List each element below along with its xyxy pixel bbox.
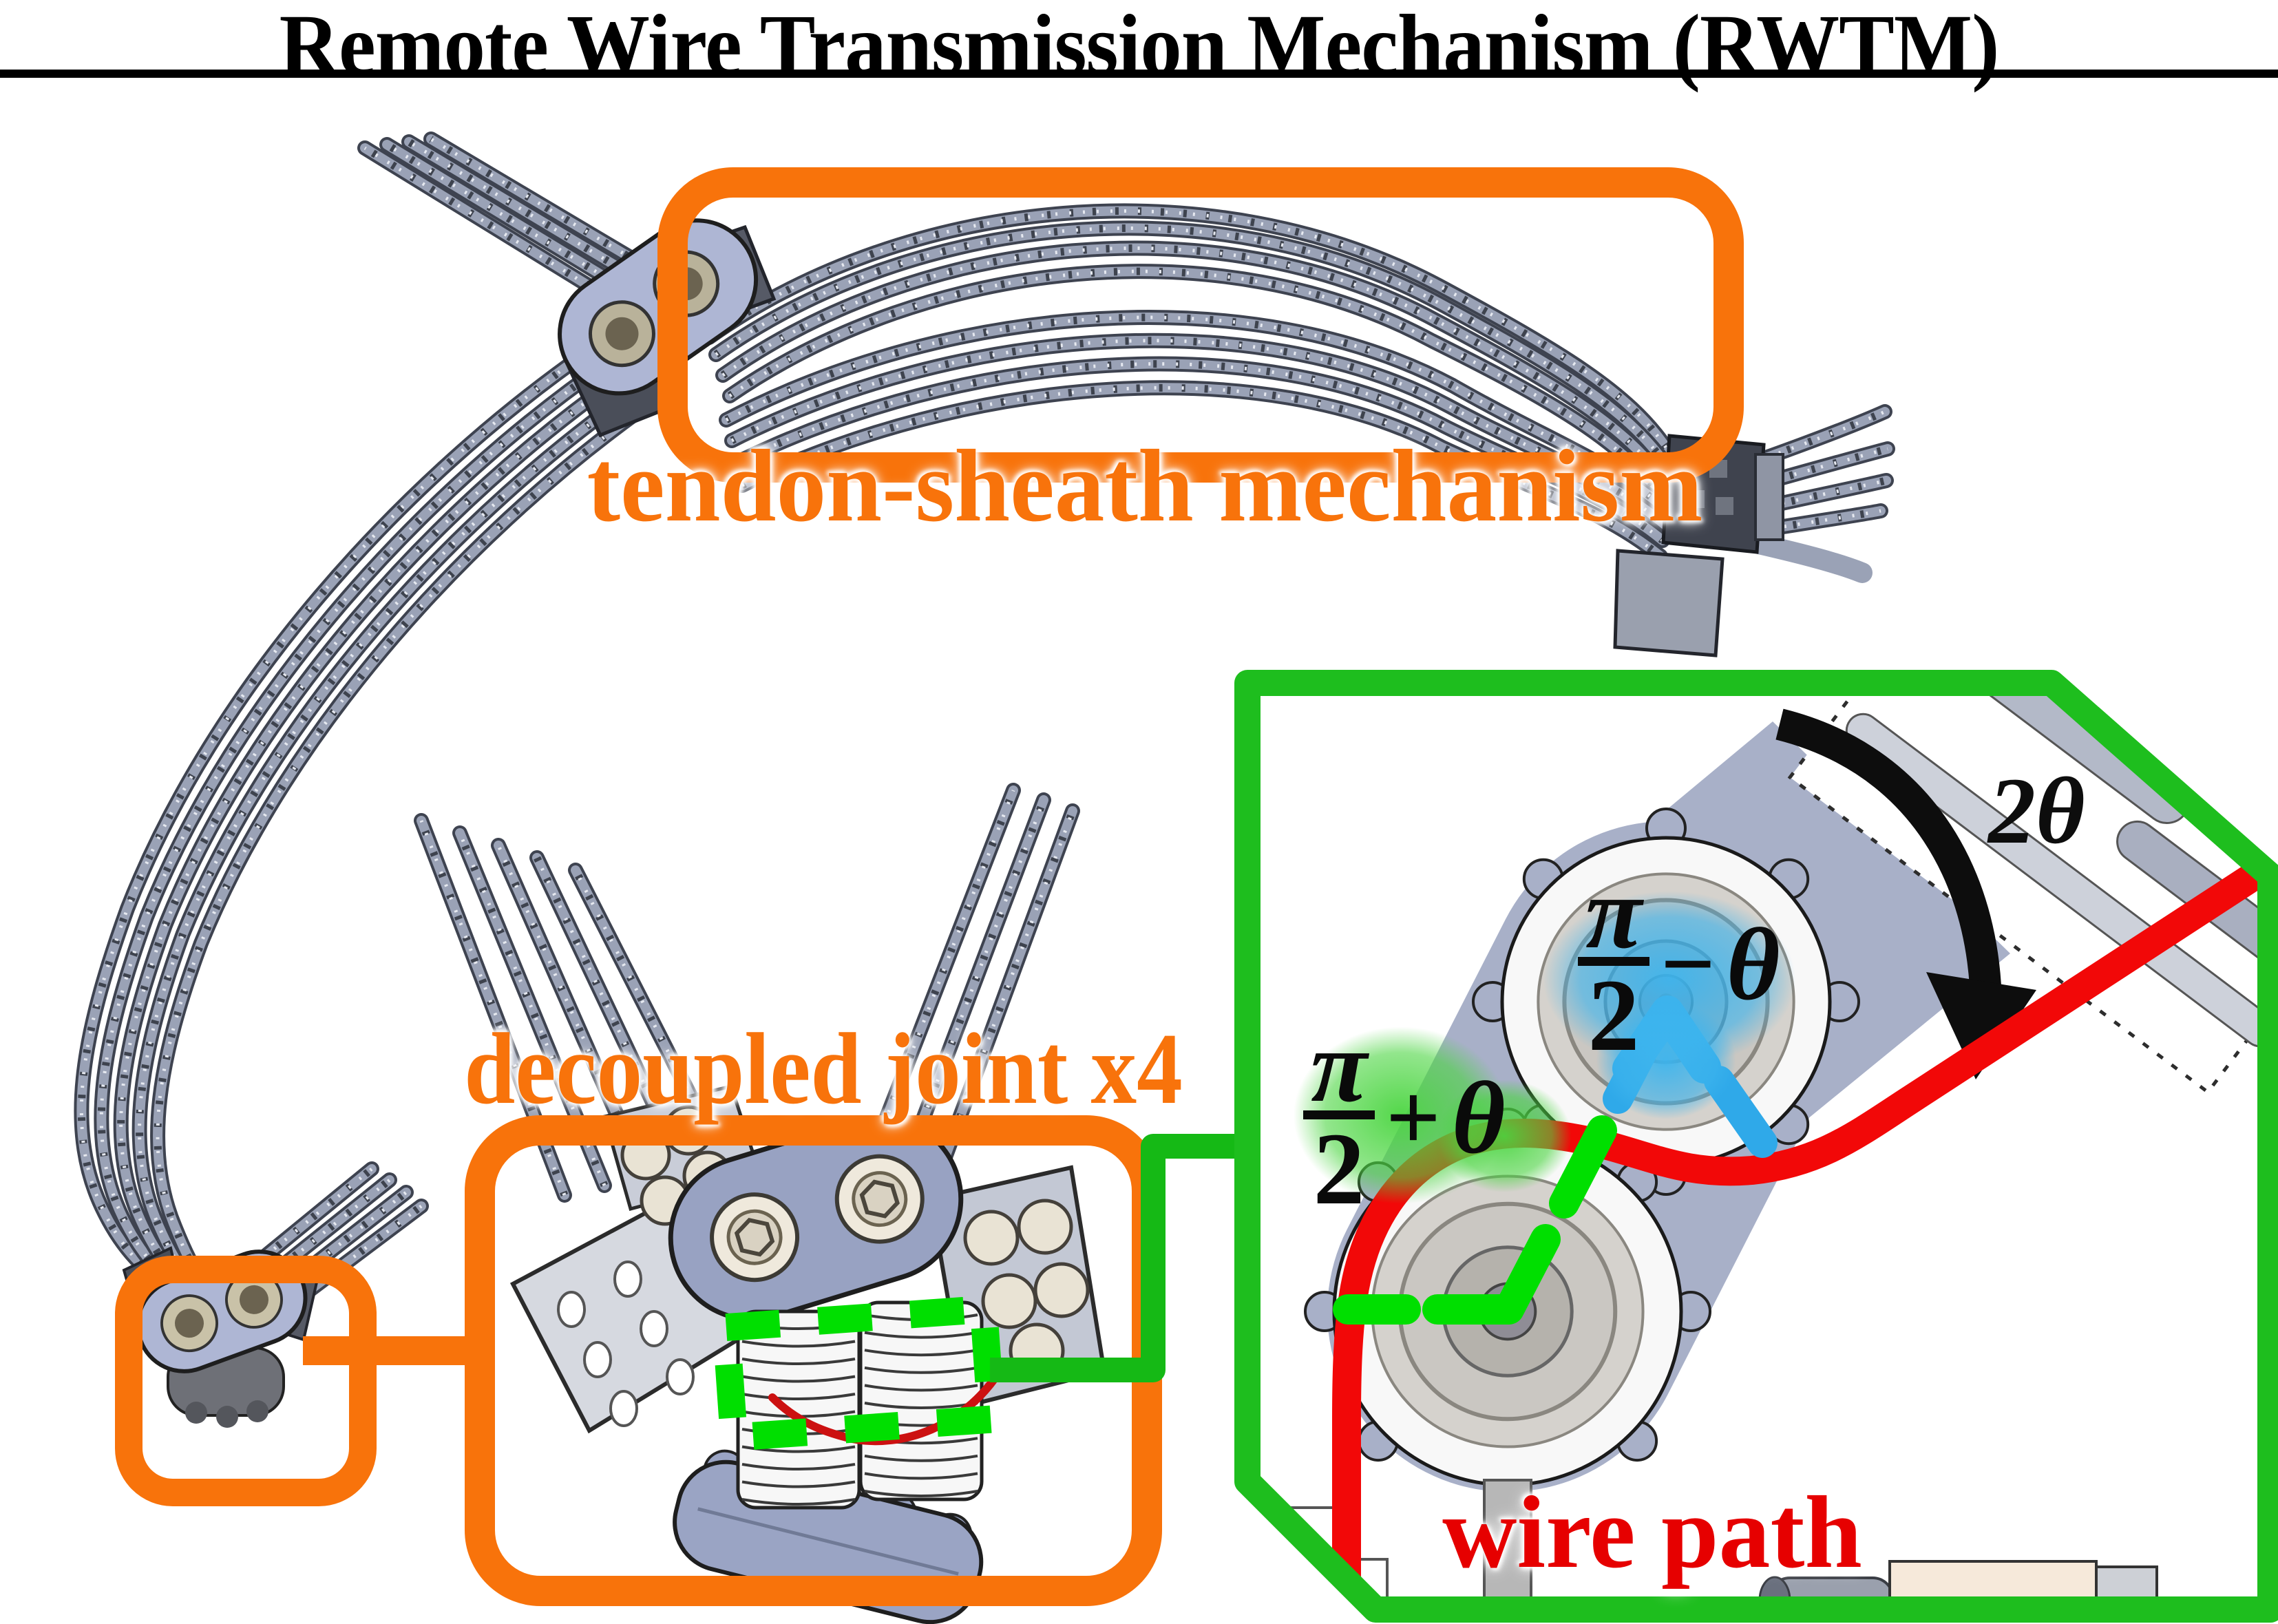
fraction-bar bbox=[1303, 1110, 1375, 1119]
rotation-arrow bbox=[1775, 708, 2001, 987]
numerator: π bbox=[1585, 856, 1642, 970]
title-underline bbox=[0, 70, 2278, 78]
wire-path-label: wire path bbox=[1442, 1475, 1862, 1590]
green-dashed-rect bbox=[711, 1294, 1006, 1453]
numerator: π bbox=[1311, 1009, 1367, 1124]
cyan-glow-2 bbox=[1576, 984, 1755, 1136]
denominator: 2 bbox=[1313, 1112, 1365, 1226]
rotation-angle-label: 2θ bbox=[1988, 758, 2085, 863]
operator: − bbox=[1660, 910, 1716, 1017]
angle-symbol: θ bbox=[1726, 907, 1780, 1022]
denominator: 2 bbox=[1588, 958, 1640, 1073]
fraction-pi-over-2: π 2 bbox=[1578, 856, 1649, 1073]
lower-angle-markers bbox=[1333, 1115, 1617, 1325]
inset-box-border bbox=[1234, 670, 2278, 1623]
support-post bbox=[1483, 1479, 1532, 1610]
operator: + bbox=[1386, 1064, 1441, 1171]
upper-pulley-angle-label: π 2 − θ bbox=[1578, 856, 1780, 1073]
rotation-arrow-head bbox=[1926, 972, 2036, 1079]
lower-pulley-angle-label: π 2 + θ bbox=[1303, 1009, 1506, 1226]
angle-symbol: θ bbox=[1451, 1060, 1506, 1175]
green-glow-2 bbox=[1418, 1064, 1590, 1208]
page-title: Remote Wire Transmission Mechanism (RWTM… bbox=[279, 0, 2000, 94]
tendon-sheath-label: tendon-sheath mechanism bbox=[587, 429, 1703, 543]
tendon-sheath-box bbox=[657, 167, 1744, 483]
small-joint-box bbox=[115, 1256, 377, 1506]
decoupled-joint-label: decoupled joint x4 bbox=[464, 1013, 1183, 1126]
green-connector-line bbox=[990, 1134, 1247, 1382]
fraction-bar bbox=[1578, 957, 1649, 966]
fraction-pi-over-2: π 2 bbox=[1303, 1009, 1375, 1226]
orange-connector-line bbox=[303, 1336, 482, 1365]
